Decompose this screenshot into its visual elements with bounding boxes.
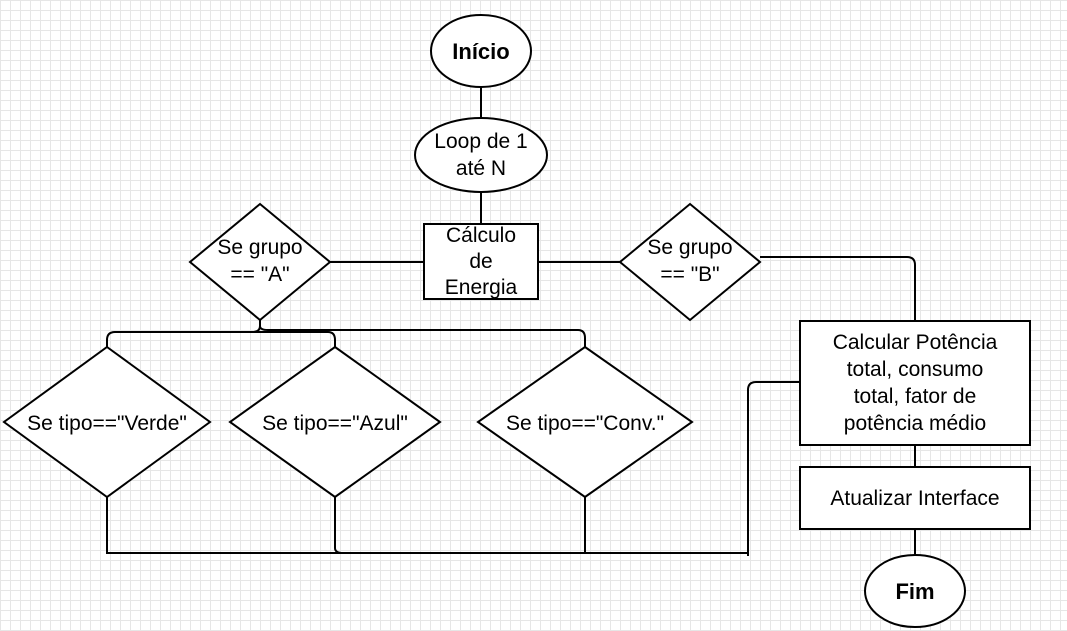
end-node [864, 554, 966, 628]
calc-energy-node [423, 223, 539, 300]
tipo-conv-label: Se tipo=="Conv." [505, 411, 665, 435]
tipo-verde-decision [2, 345, 212, 499]
connector-azul-merge [334, 497, 344, 554]
start-node [430, 14, 532, 88]
connector-verde-merge [106, 497, 748, 554]
connector-a-branches [106, 320, 261, 347]
start-label: Início [452, 38, 510, 64]
group-a-label: Se grupo == "A" [217, 236, 303, 286]
group-a-decision [188, 202, 332, 322]
connector-merge-potencia [747, 381, 800, 556]
tipo-azul-label: Se tipo=="Azul" [262, 411, 408, 435]
calc-energy-label: Cálculo de Energia [444, 223, 518, 299]
group-b-label: Se grupo == "B" [647, 236, 733, 286]
connector-branch-azul [252, 331, 336, 347]
connector-b-potencia [760, 256, 916, 321]
calc-potencia-label: Calcular Potência total, consumo total, … [832, 331, 998, 435]
connector-branch-conv [259, 325, 586, 347]
update-ui-node [799, 466, 1031, 530]
calc-potencia-node [799, 320, 1031, 446]
tipo-verde-label: Se tipo=="Verde" [27, 411, 187, 435]
loop-node [414, 117, 548, 193]
update-ui-label: Atualizar Interface [830, 486, 1000, 510]
end-label: Fim [895, 578, 935, 604]
loop-label: Loop de 1 até N [434, 130, 528, 180]
group-b-decision [618, 202, 762, 322]
tipo-azul-decision [228, 345, 442, 499]
tipo-conv-decision [476, 345, 694, 499]
